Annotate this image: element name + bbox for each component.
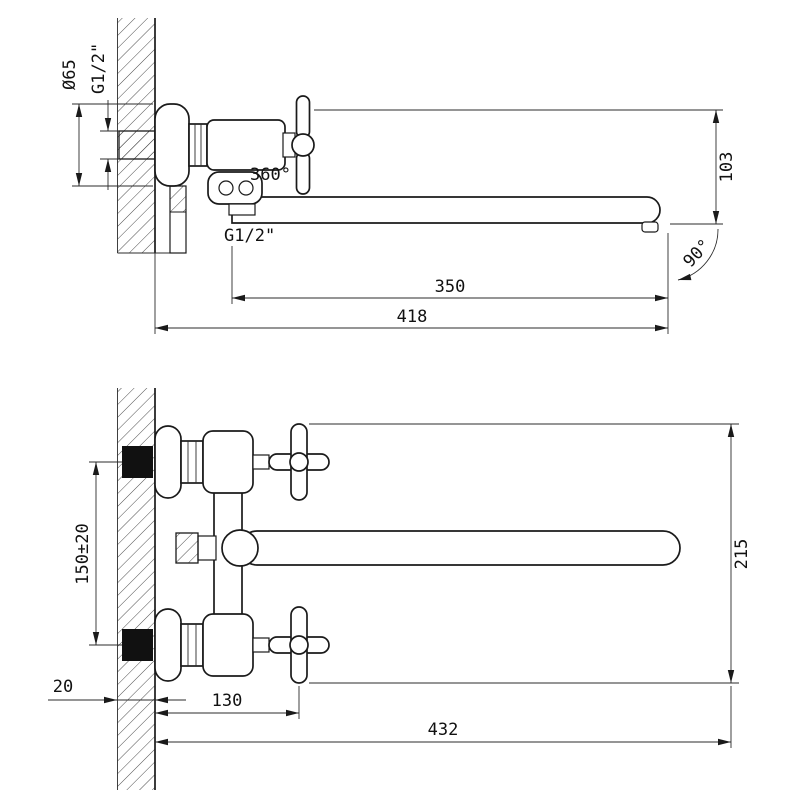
dim-label-spout-swing: 90° [680, 236, 716, 272]
flange [154, 103, 190, 187]
nut-bottom [180, 623, 204, 667]
faucet-front-view [122, 423, 681, 684]
dimension-handle-offset-130: 130 [155, 686, 300, 719]
aerator [641, 221, 659, 233]
dim-label-height-103: 103 [717, 152, 737, 183]
dim-label-pipe-centers: 150±20 [73, 523, 93, 584]
dimension-spout-swing: 90° [677, 228, 719, 281]
dim-label-body-height: 215 [732, 539, 752, 570]
dimension-wall-thread: G1/2" [89, 43, 119, 190]
cross-handle-top [268, 423, 330, 501]
dim-label-flange-diameter: Ø65 [60, 59, 80, 90]
dim-label-handle-offset: 130 [212, 691, 243, 711]
cross-handle-bottom [268, 606, 330, 684]
side-view: Ø65 G1/2" 360° G1/2" 103 90° [60, 18, 737, 334]
dimension-wall-thickness-20: 20 [48, 677, 186, 704]
cross-handle-side [282, 95, 315, 195]
dimension-height-103: 103 [314, 109, 737, 225]
dimension-pipe-centers-150: 150±20 [73, 461, 122, 646]
nut-top [180, 440, 204, 484]
dimension-total-depth-418: 418 [154, 253, 668, 334]
dimension-body-height-215: 215 [309, 423, 752, 684]
label-shower-thread: G1/2" [224, 226, 275, 246]
faucet-side-view [118, 95, 661, 254]
label-swivel-angle: 360° [250, 165, 291, 185]
dim-label-total-width: 432 [428, 720, 459, 740]
dim-label-spout-length: 350 [435, 277, 466, 297]
shower-outlet [175, 532, 217, 564]
wall-nipple [118, 130, 157, 160]
wall-fitting-bottom [122, 629, 153, 661]
dimension-spout-length-350: 350 [231, 233, 669, 334]
mixer-body-side [206, 119, 286, 171]
valve-housing-top [202, 430, 254, 494]
spout-side [231, 196, 661, 233]
spout-pivot [221, 529, 259, 567]
spout-front [239, 530, 681, 566]
diverter [207, 171, 263, 216]
dimension-flange-diameter: Ø65 [60, 59, 153, 187]
eccentric-top [154, 425, 182, 499]
wall-fitting-top [122, 446, 153, 478]
dim-label-wall-thickness: 20 [53, 677, 73, 697]
dimension-total-width-432: 432 [155, 686, 732, 748]
dim-label-total-depth: 418 [397, 307, 428, 327]
nut [188, 123, 208, 167]
dim-label-wall-thread: G1/2" [89, 43, 109, 94]
valve-housing-bottom [202, 613, 254, 677]
eccentric-bottom [154, 608, 182, 682]
front-view: 150±20 215 20 130 432 [48, 388, 752, 790]
